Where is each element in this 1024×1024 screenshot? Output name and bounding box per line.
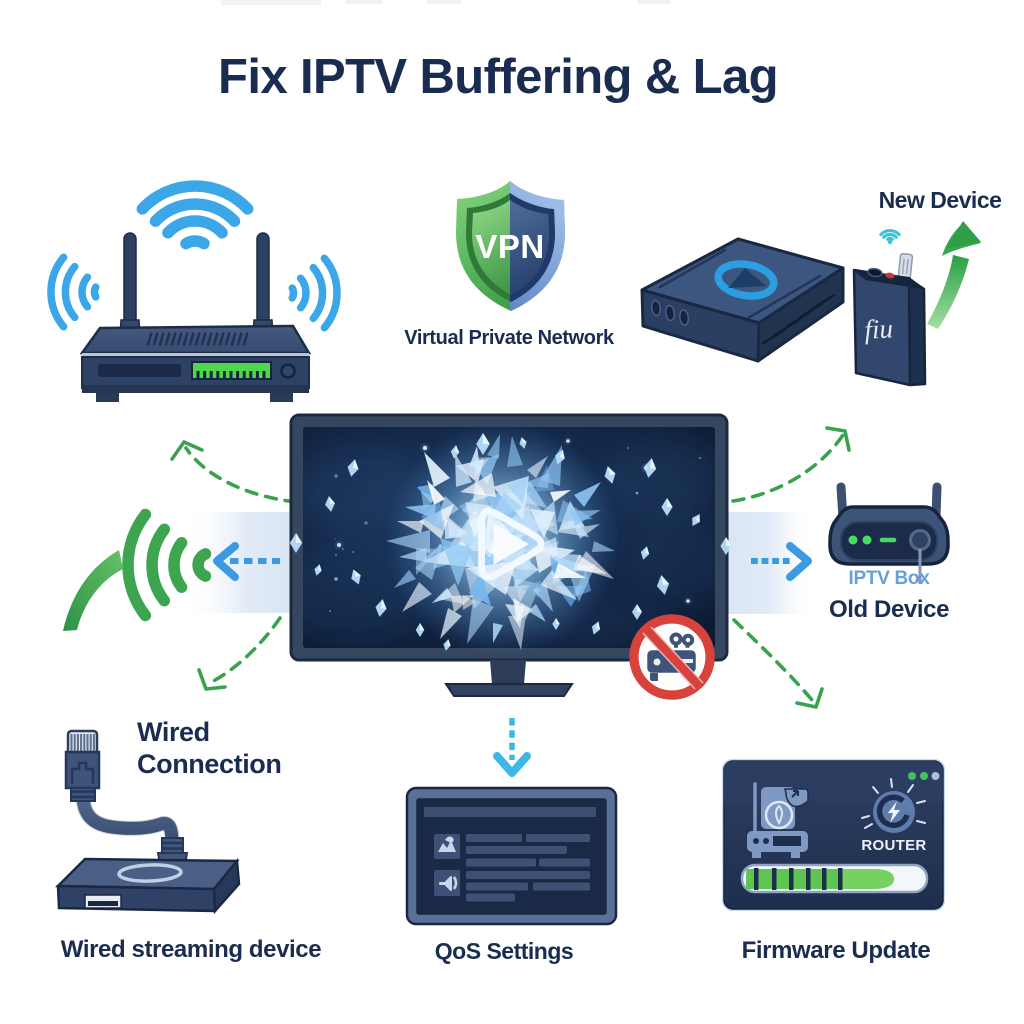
svg-text:VPN: VPN: [475, 228, 544, 265]
svg-text:IPTV Box: IPTV Box: [848, 568, 930, 589]
svg-text:Old Device: Old Device: [829, 596, 949, 623]
svg-text:Virtual Private Network: Virtual Private Network: [404, 327, 615, 349]
svg-text:New Device: New Device: [879, 187, 1002, 213]
svg-text:Firmware Update: Firmware Update: [742, 937, 931, 964]
svg-text:ROUTER: ROUTER: [861, 837, 926, 854]
svg-text:Wired streaming device: Wired streaming device: [61, 936, 321, 963]
svg-text:Connection: Connection: [137, 749, 282, 779]
svg-text:QoS Settings: QoS Settings: [435, 938, 573, 964]
svg-text:Fix IPTV Buffering & Lag: Fix IPTV Buffering & Lag: [218, 50, 778, 104]
svg-text:Wired: Wired: [137, 717, 210, 747]
svg-text:fiu: fiu: [864, 313, 894, 344]
